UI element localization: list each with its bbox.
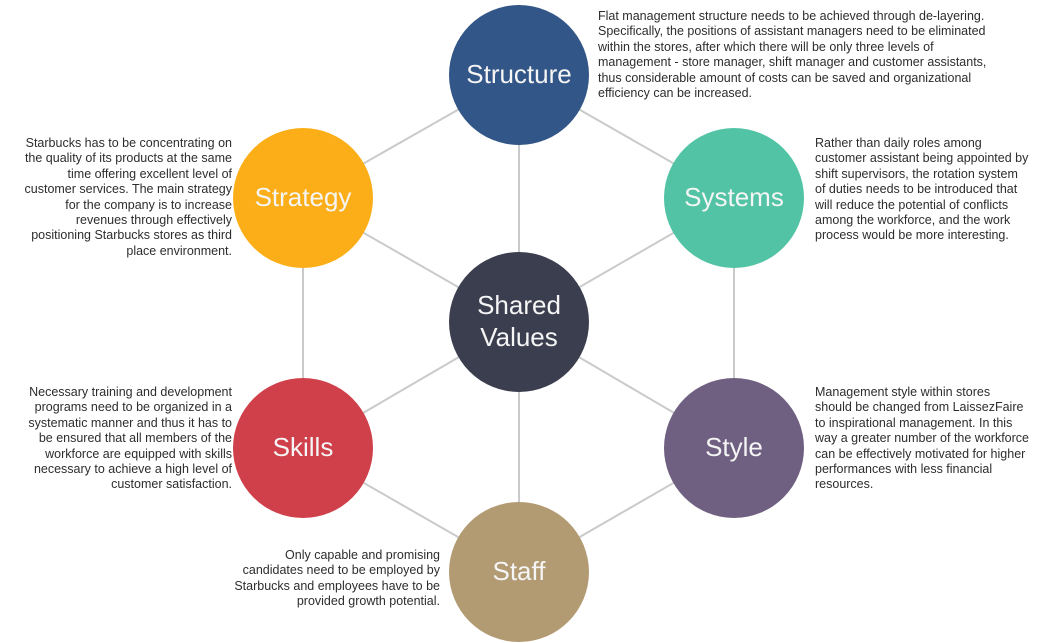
node-label-staff: Staff [492,556,546,587]
node-label-skills: Skills [272,432,334,463]
description-style: Management style within stores should be… [815,385,1029,492]
node-style: Style [664,378,804,518]
node-shared_values: Shared Values [449,252,589,392]
description-structure: Flat management structure needs to be ac… [598,9,987,101]
node-structure: Structure [449,5,589,145]
node-systems: Systems [664,128,804,268]
node-label-strategy: Strategy [254,182,352,213]
description-systems: Rather than daily roles among customer a… [815,136,1029,243]
description-staff: Only capable and promising candidates ne… [234,548,440,609]
node-strategy: Strategy [233,128,373,268]
node-staff: Staff [449,502,589,642]
node-label-systems: Systems [684,182,784,213]
node-label-shared_values: Shared Values [477,290,561,352]
node-skills: Skills [233,378,373,518]
node-label-structure: Structure [466,59,572,90]
description-skills: Necessary training and development progr… [28,385,232,492]
node-label-style: Style [705,432,763,463]
description-strategy: Starbucks has to be concentrating on the… [24,136,232,258]
